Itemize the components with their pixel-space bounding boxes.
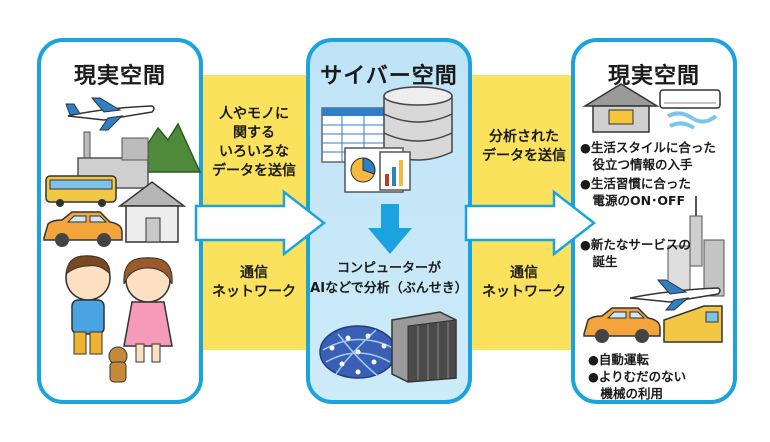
smart-house-icon [582, 83, 660, 133]
dog-icon [108, 346, 128, 383]
right-item-new-services: ●新たなサービスの 誕生 [580, 237, 691, 269]
database-icon [383, 86, 453, 161]
girl-icon [123, 257, 173, 363]
car-icon [43, 211, 123, 247]
left-band-bottom-label: 通信 ネットワーク [212, 265, 296, 300]
bar-chart-document-icon [379, 151, 411, 191]
right-item-power-control: ●生活習慣に合った 電源のON･OFF [580, 176, 691, 208]
right-item-lifestyle-info: ●生活スタイルに合った 役立つ情報の入手 [580, 140, 716, 172]
cyber-panel-title: サイバー空間 [320, 64, 458, 89]
right-item-autonomous-driving: ●自動運転 [588, 352, 649, 367]
down-arrow-icon [368, 204, 412, 254]
left-band-top-label: 人やモノに 関する いろいろな データを送信 [212, 106, 296, 179]
airplane-icon [65, 97, 155, 131]
right-band-top-label: 分析された データを送信 [482, 129, 566, 164]
right-band-bottom-label: 通信 ネットワーク [482, 265, 566, 300]
analysis-label: コンピューターが AIなどで分析（ぶんせき） [310, 261, 468, 296]
self-driving-car-icon [583, 307, 661, 343]
right-item-efficient-machines: ●よりむだのない 機械の利用 [588, 369, 687, 401]
cyber-to-right-arrow-icon [464, 189, 597, 257]
left-panel-title: 現実空間 [73, 64, 166, 89]
city-tower-icon [667, 196, 725, 297]
boy-icon [65, 255, 111, 355]
automated-train-icon [663, 305, 723, 343]
server-rack-icon [391, 311, 457, 383]
left-to-cyber-arrow-icon [194, 189, 327, 257]
house-icon [117, 181, 187, 243]
network-globe-icon [319, 325, 397, 379]
bus-icon [45, 175, 117, 207]
right-airplane-icon [629, 279, 721, 311]
air-conditioner-icon [659, 89, 721, 130]
